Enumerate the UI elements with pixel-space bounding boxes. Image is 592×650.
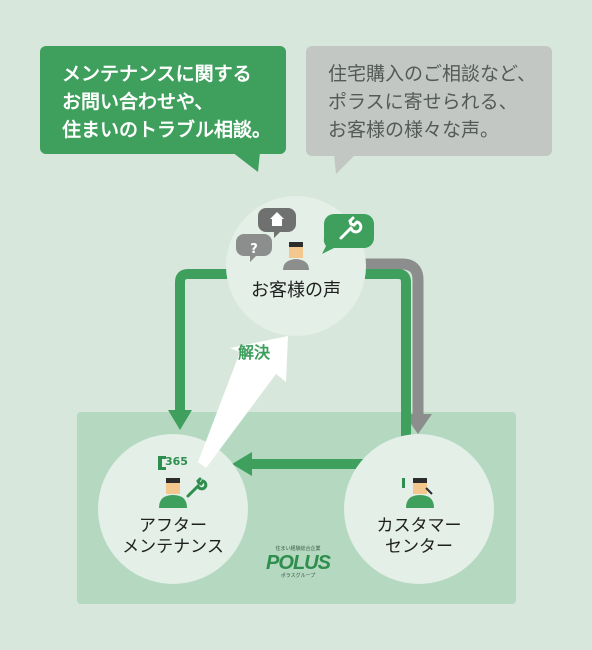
bubble-line: お問い合わせや、 [62, 91, 214, 113]
resolve-arrow [198, 336, 288, 468]
logo-group: ポラスグループ [280, 573, 316, 579]
bubble-line: ポラスに寄せられる、 [328, 91, 518, 113]
green-loop-left [175, 269, 244, 412]
customer-voice-bubble: 住宅購入のご相談など、 ポラスに寄せられる、 お客様の様々な声。 [306, 46, 552, 156]
maintenance-inquiry-bubble: メンテナンスに関する お問い合わせや、 住まいのトラブル相談。 [40, 46, 286, 154]
operator-icon [402, 478, 434, 508]
maintenance-bubble-tail [232, 152, 260, 172]
365-badge-text: 365 [165, 455, 188, 468]
customer-person-icon [283, 242, 309, 270]
maintenance-worker-icon [159, 478, 187, 508]
logo-name: POLUS [266, 552, 331, 574]
green-arrowhead-left [232, 452, 252, 476]
question-bubble-icon: ? [236, 234, 272, 262]
after-maintenance-label: アフター メンテナンス [98, 516, 248, 558]
bubble-line: メンテナンスに関する [62, 63, 252, 85]
house-bubble-icon [258, 208, 296, 238]
polus-logo: 住まい経験総合企業 POLUS ポラスグループ [264, 546, 332, 582]
logo-tagline: 住まい経験総合企業 [275, 546, 321, 552]
label-line: センター [385, 537, 453, 557]
after-maintenance-node [98, 434, 248, 584]
customer-center-node [344, 434, 494, 584]
gray-flow-arrow [362, 258, 424, 420]
wrench-bubble-icon [322, 214, 374, 254]
bubble-line: お客様の様々な声。 [328, 119, 500, 141]
green-arrowhead-down [168, 410, 192, 430]
svg-text:?: ? [250, 242, 258, 257]
label-line: アフター [139, 516, 207, 536]
customer-bubble-tail [334, 154, 356, 174]
bubble-line: 住宅購入のご相談など、 [328, 63, 537, 85]
wrench-icon [186, 477, 208, 498]
365-badge-icon [158, 456, 166, 470]
customer-voice-label: お客様の声 [251, 280, 341, 301]
resolve-label: 解決 [237, 343, 270, 362]
customer-center-label: カスタマー センター [344, 516, 494, 558]
bubble-line: 住まいのトラブル相談。 [62, 119, 272, 141]
label-line: カスタマー [376, 516, 462, 536]
label-line: メンテナンス [122, 537, 224, 557]
